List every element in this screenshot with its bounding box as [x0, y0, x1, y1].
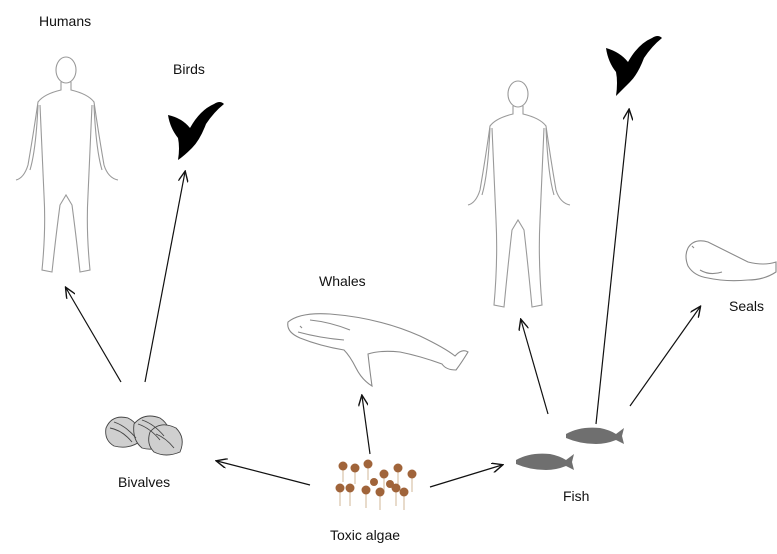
arrow-fish-to-birds: [596, 110, 629, 424]
arrow-algae-to-bivalves: [217, 461, 310, 485]
label-birds: Birds: [173, 61, 205, 77]
label-bivalves: Bivalves: [118, 474, 170, 490]
bivalve-shell-icon: [106, 416, 183, 455]
arrow-algae-to-whales: [362, 396, 370, 454]
seal-icon: [686, 241, 776, 281]
arrow-fish-to-seals: [630, 307, 700, 406]
human-left-icon: [16, 57, 118, 272]
human-right-icon: [468, 81, 570, 307]
label-toxic-algae: Toxic algae: [330, 527, 400, 543]
arrow-algae-to-fish: [430, 465, 502, 487]
arrow-fish-to-humans: [521, 320, 548, 414]
algae-cells-icon: [336, 460, 417, 511]
label-humans: Humans: [39, 13, 91, 29]
bird-left-icon: [168, 102, 224, 160]
arrow-bivalves-to-humans: [66, 288, 121, 382]
bird-right-icon: [606, 36, 662, 96]
label-fish: Fish: [563, 488, 589, 504]
label-whales: Whales: [319, 273, 366, 289]
fish-icon: [516, 428, 624, 470]
arrow-bivalves-to-birds: [145, 172, 185, 382]
label-seals: Seals: [729, 298, 764, 314]
whale-icon: [288, 314, 468, 386]
